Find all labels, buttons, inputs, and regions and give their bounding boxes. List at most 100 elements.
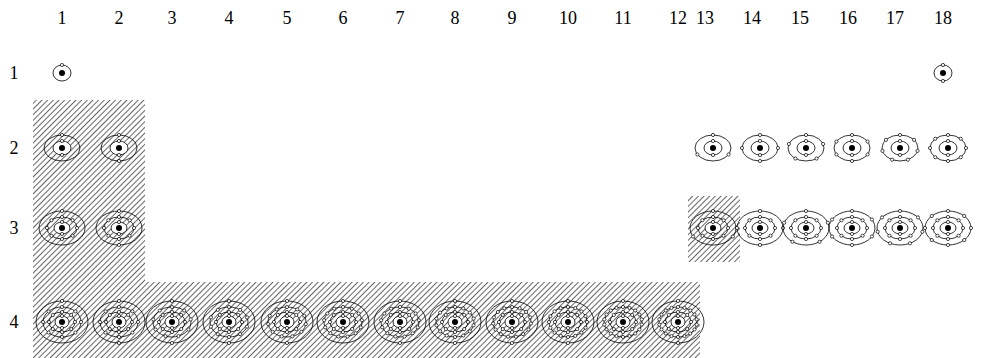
electron-shell: [146, 301, 198, 343]
electron: [520, 313, 523, 316]
electron: [462, 307, 465, 310]
nucleus: [59, 319, 65, 325]
electron: [663, 320, 666, 323]
electron: [959, 137, 962, 140]
electron: [518, 307, 521, 310]
electron: [398, 341, 401, 344]
group-number: 9: [508, 9, 517, 27]
electron: [453, 326, 456, 329]
electron: [963, 238, 966, 241]
electron: [676, 341, 679, 344]
electron: [117, 159, 120, 162]
electron: [357, 312, 360, 315]
electron-shell: [698, 217, 728, 239]
electron: [216, 333, 219, 336]
nucleus: [675, 319, 681, 325]
electron-shell: [788, 135, 824, 161]
electron: [98, 320, 101, 323]
electron-shell: [665, 312, 691, 332]
bohr-atom: [53, 63, 71, 81]
electron: [815, 157, 818, 160]
electron: [870, 218, 873, 221]
electron: [566, 341, 569, 344]
electron: [117, 326, 120, 329]
electron: [628, 306, 631, 309]
electron: [794, 234, 797, 237]
nucleus: [710, 145, 716, 151]
electron: [60, 133, 63, 136]
group-number: 3: [168, 9, 177, 27]
electron: [453, 305, 456, 308]
electron: [579, 320, 582, 323]
electron: [214, 320, 217, 323]
electron: [127, 313, 130, 316]
electron: [408, 313, 411, 316]
electron: [104, 310, 107, 313]
electron: [523, 320, 526, 323]
electron: [735, 226, 738, 229]
metal-region: [33, 100, 145, 282]
electron: [664, 309, 667, 312]
electron: [683, 306, 686, 309]
period-number: 2: [10, 139, 19, 157]
electron: [333, 307, 336, 310]
electron: [621, 310, 624, 313]
electron-shell: [791, 217, 821, 239]
electron: [291, 335, 294, 338]
electron: [127, 327, 130, 330]
electron-shell: [549, 307, 587, 337]
electron: [70, 327, 73, 330]
electron-shell: [381, 307, 419, 337]
electron: [183, 320, 186, 323]
electron: [711, 215, 714, 218]
electron: [187, 328, 190, 331]
electron: [296, 308, 299, 311]
electron: [822, 142, 825, 145]
electron: [117, 330, 120, 333]
electron: [354, 320, 357, 323]
electron: [411, 332, 414, 335]
electron: [285, 310, 288, 313]
electron-shell: [659, 307, 697, 337]
electron: [789, 226, 792, 229]
electron: [783, 221, 786, 224]
electron: [164, 334, 167, 337]
electron: [748, 234, 751, 237]
electron: [758, 159, 761, 162]
electron: [295, 313, 298, 316]
electron: [804, 232, 807, 235]
electron: [748, 219, 751, 222]
electron-shell: [704, 141, 722, 155]
electron: [131, 310, 134, 313]
electron: [453, 314, 456, 317]
electron: [435, 317, 438, 320]
electron: [711, 153, 714, 156]
electron: [576, 313, 579, 316]
electron: [300, 330, 303, 333]
electron: [566, 330, 569, 333]
electron: [804, 133, 807, 136]
electron: [439, 330, 442, 333]
electron: [444, 327, 447, 330]
period-number: 3: [10, 219, 19, 237]
electron: [183, 309, 186, 312]
electron: [398, 330, 401, 333]
electron: [691, 235, 694, 238]
electron: [804, 153, 807, 156]
electron-shell: [891, 141, 909, 155]
electron: [941, 63, 944, 66]
electron: [501, 327, 504, 330]
bohr-atom: [39, 209, 85, 245]
electron: [237, 313, 240, 316]
bohr-atom: [695, 133, 731, 161]
electron-shell: [834, 135, 870, 161]
electron: [553, 331, 556, 334]
electron: [117, 243, 120, 246]
electron: [946, 237, 949, 240]
electron: [285, 314, 288, 317]
bohr-atom: [740, 133, 779, 162]
nucleus: [849, 145, 855, 151]
electron: [354, 332, 357, 335]
electron: [280, 335, 283, 338]
electron-shell: [934, 65, 952, 81]
